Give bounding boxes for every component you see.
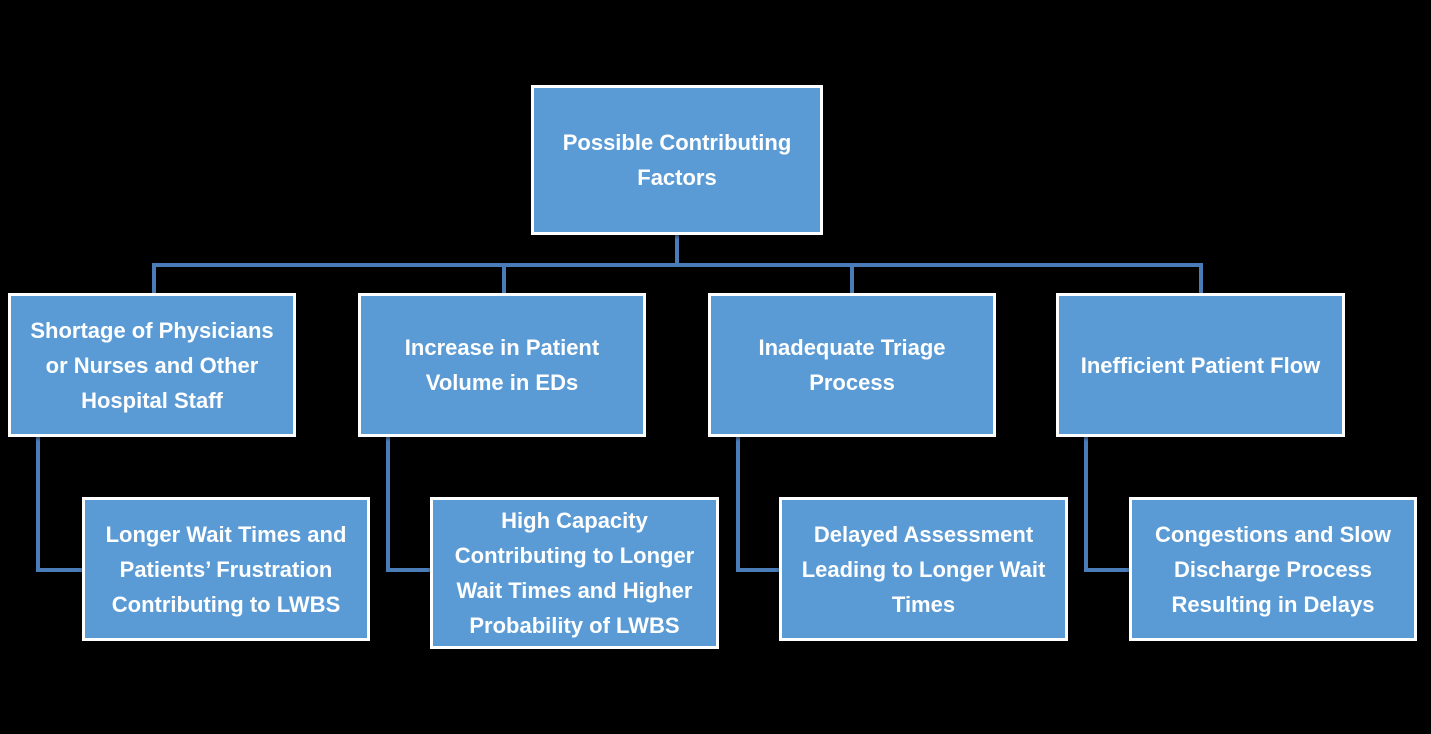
node-factor-staff-shortage: Shortage of Physicians or Nurses and Oth… [8,293,296,437]
connector-elbow-horizontal-1 [36,568,82,572]
node-label: Longer Wait Times and Patients’ Frustrat… [105,521,347,617]
node-label: High Capacity Contributing to Longer Wai… [454,508,695,638]
connector-elbow-horizontal-2 [386,568,430,572]
connector-elbow-horizontal-3 [736,568,779,572]
node-label: Shortage of Physicians or Nurses and Oth… [30,317,274,413]
connector-drop-factor-3 [850,263,854,293]
connector-drop-factor-2 [502,263,506,293]
connector-elbow-horizontal-4 [1084,568,1129,572]
node-consequence-high-capacity-lwbs: High Capacity Contributing to Longer Wai… [430,497,719,649]
node-label: Increase in Patient Volume in EDs [404,335,600,395]
connector-elbow-vertical-3 [736,437,740,572]
connector-horizontal-rail [152,263,1203,267]
connector-drop-factor-1 [152,263,156,293]
node-label: Possible Contributing Factors [562,130,792,190]
node-consequence-congestion-delays: Congestions and Slow Discharge Process R… [1129,497,1417,641]
node-factor-patient-volume: Increase in Patient Volume in EDs [358,293,646,437]
connector-root-stem [675,235,679,267]
node-factor-triage-process: Inadequate Triage Process [708,293,996,437]
connector-elbow-vertical-1 [36,437,40,572]
connector-drop-factor-4 [1199,263,1203,293]
node-label: Delayed Assessment Leading to Longer Wai… [801,521,1046,617]
node-possible-contributing-factors: Possible Contributing Factors [531,85,823,235]
node-factor-patient-flow: Inefficient Patient Flow [1056,293,1345,437]
node-consequence-wait-frustration-lwbs: Longer Wait Times and Patients’ Frustrat… [82,497,370,641]
node-label: Congestions and Slow Discharge Process R… [1155,521,1391,617]
connector-elbow-vertical-2 [386,437,390,572]
node-label: Inefficient Patient Flow [1080,352,1321,378]
node-consequence-delayed-assessment: Delayed Assessment Leading to Longer Wai… [779,497,1068,641]
node-label: Inadequate Triage Process [758,335,946,395]
connector-elbow-vertical-4 [1084,437,1088,572]
